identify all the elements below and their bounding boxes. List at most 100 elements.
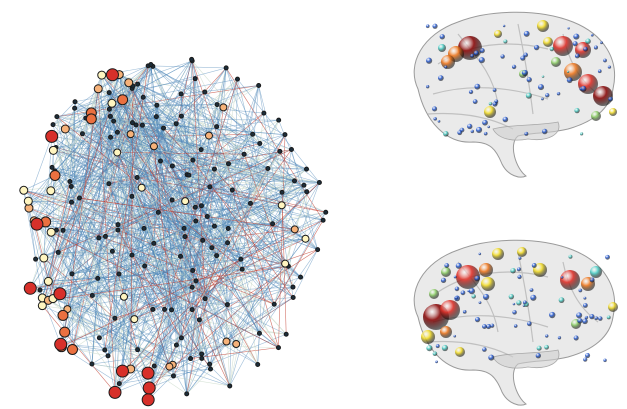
network-edge [62, 256, 181, 316]
network-edge [28, 197, 80, 202]
network-edge [107, 84, 138, 356]
brain-sphere [482, 347, 487, 352]
network-edge [113, 120, 305, 186]
network-edge [191, 60, 206, 299]
brain-sphere [580, 85, 587, 92]
network-edge [91, 118, 170, 367]
network-edge [107, 104, 218, 357]
network-edge [58, 149, 292, 253]
network-node [189, 307, 195, 313]
brain-sphere [606, 315, 611, 320]
brain-sphere [468, 288, 476, 295]
network-node [196, 317, 202, 323]
network-edge [54, 99, 123, 172]
network-edge [156, 59, 192, 106]
network-node [133, 122, 139, 128]
network-edge [98, 75, 103, 238]
network-node [112, 315, 118, 321]
network-edge [137, 337, 182, 350]
network-edge [216, 255, 287, 335]
network-node [106, 90, 112, 96]
network-edge [51, 231, 279, 348]
network-node [219, 103, 228, 112]
brain-sphere [440, 326, 452, 338]
network-edge [35, 259, 109, 357]
network-node [19, 185, 29, 195]
network-node [79, 131, 85, 137]
brain-sphere [582, 318, 588, 325]
network-edge [99, 255, 217, 339]
network-node [108, 134, 114, 140]
network-edge [117, 229, 202, 355]
network-edge [147, 203, 251, 374]
network-edge [201, 304, 275, 359]
network-edge [180, 93, 206, 299]
network-edge [23, 190, 72, 203]
network-node [165, 362, 174, 371]
network-edge [228, 223, 273, 229]
network-edge [128, 82, 159, 213]
network-node [169, 307, 175, 313]
network-edge [130, 280, 197, 370]
network-node [181, 197, 190, 206]
network-node [316, 180, 322, 186]
network-node [93, 84, 103, 94]
brain-sphere [492, 248, 504, 260]
network-edge [55, 147, 282, 206]
network-node [117, 94, 129, 106]
network-edge [208, 135, 294, 288]
brain-sphere [520, 55, 526, 61]
network-edge [131, 228, 185, 256]
network-node [33, 256, 39, 262]
network-edge [55, 119, 279, 148]
brain-sphere [573, 335, 579, 341]
network-node [275, 345, 281, 351]
network-node [250, 131, 256, 137]
brain-sphere [510, 268, 516, 274]
network-node [199, 355, 205, 361]
network-node [124, 78, 134, 88]
brain-sphere [443, 131, 449, 137]
network-node [66, 343, 78, 355]
brain-sphere [600, 41, 603, 45]
network-edge [42, 103, 113, 299]
network-edge [118, 74, 228, 305]
network-node [290, 294, 296, 300]
network-node [247, 200, 253, 206]
network-edge [142, 97, 161, 162]
brain-sphere [433, 117, 438, 121]
network-node [169, 163, 175, 169]
network-edge [52, 124, 305, 186]
brain-sphere [483, 293, 490, 301]
network-edge [62, 88, 99, 316]
network-node [222, 337, 231, 346]
network-edge [50, 232, 73, 275]
brain-sphere [593, 45, 599, 50]
network-node [178, 113, 184, 119]
network-edge [64, 88, 99, 333]
brain-sphere [583, 46, 588, 52]
brain-sphere [522, 300, 527, 305]
network-node [207, 184, 213, 190]
network-node [241, 151, 247, 157]
network-node [155, 209, 161, 215]
brain-sphere [590, 33, 594, 37]
network-node [97, 70, 107, 80]
network-edge [28, 207, 275, 305]
network-node [224, 302, 230, 308]
network-edge [250, 180, 295, 204]
brain-sphere [440, 277, 447, 284]
brain-sphere [483, 131, 488, 136]
network-edge [181, 85, 259, 117]
network-edge [110, 116, 116, 319]
network-node [30, 217, 44, 231]
network-edge [278, 134, 286, 348]
brain-sphere [544, 344, 549, 350]
brain-sphere [453, 275, 457, 279]
network-node [209, 245, 215, 251]
brain-sphere [462, 309, 467, 314]
network-edge [51, 126, 217, 233]
brain-sphere [603, 58, 607, 63]
network-edge [183, 228, 227, 342]
network-edge [227, 151, 281, 243]
